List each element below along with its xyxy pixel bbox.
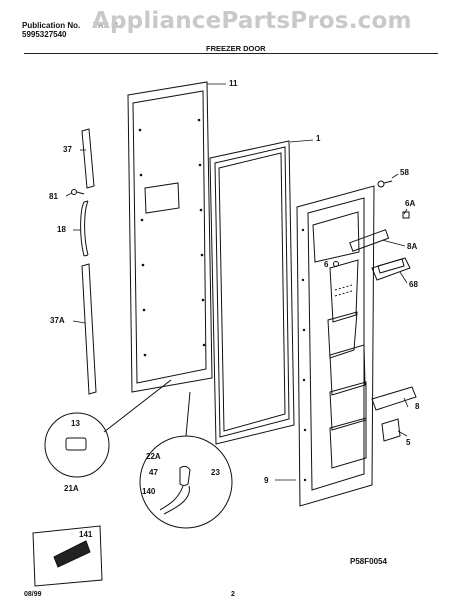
header-rule [24, 53, 438, 54]
footer-date: 08/99 [24, 591, 42, 598]
part-label-8a: 8A [407, 242, 418, 251]
section-title: FREEZER DOOR [206, 44, 266, 53]
part-label-21a: 21A [64, 484, 79, 493]
door-outer-panel [127, 81, 213, 393]
publication-label: Publication No. [22, 21, 81, 30]
part-label-18: 18 [57, 225, 66, 234]
door-inner-liner [296, 185, 375, 507]
part-label-1: 1 [316, 134, 321, 143]
part-label-68: 68 [409, 280, 418, 289]
part-label-8: 8 [415, 402, 420, 411]
part-label-11: 11 [229, 79, 238, 88]
hinge-detail [44, 379, 172, 478]
part-label-9: 9 [264, 476, 269, 485]
part-label-47: 47 [149, 468, 158, 477]
instruction-card [32, 525, 103, 587]
watermark: AppliancePartsPros.com [92, 8, 412, 34]
publication-number: 5995327540 [22, 30, 67, 39]
model-number: TRS M [93, 21, 118, 30]
part-label-23: 23 [211, 468, 220, 477]
part-label-37: 37 [63, 145, 72, 154]
part-label-141: 141 [79, 530, 93, 539]
part-label-81: 81 [49, 192, 58, 201]
page-number: 2 [231, 591, 235, 598]
part-label-5: 5 [406, 438, 411, 447]
wiring-detail [139, 391, 233, 529]
door-handle-parts [71, 128, 97, 395]
diagram-code: P58F0054 [350, 557, 387, 566]
leader-lines [65, 83, 409, 481]
part-label-58: 58 [400, 168, 409, 177]
part-label-6a: 6A [405, 199, 416, 208]
part-label-37a: 37A [50, 316, 65, 325]
part-label-140: 140 [142, 487, 156, 496]
part-label-6: 6 [324, 260, 329, 269]
dispenser-parts [333, 180, 417, 442]
part-label-22a: 22A [146, 452, 161, 461]
door-gasket [209, 140, 295, 445]
part-label-13: 13 [71, 419, 80, 428]
